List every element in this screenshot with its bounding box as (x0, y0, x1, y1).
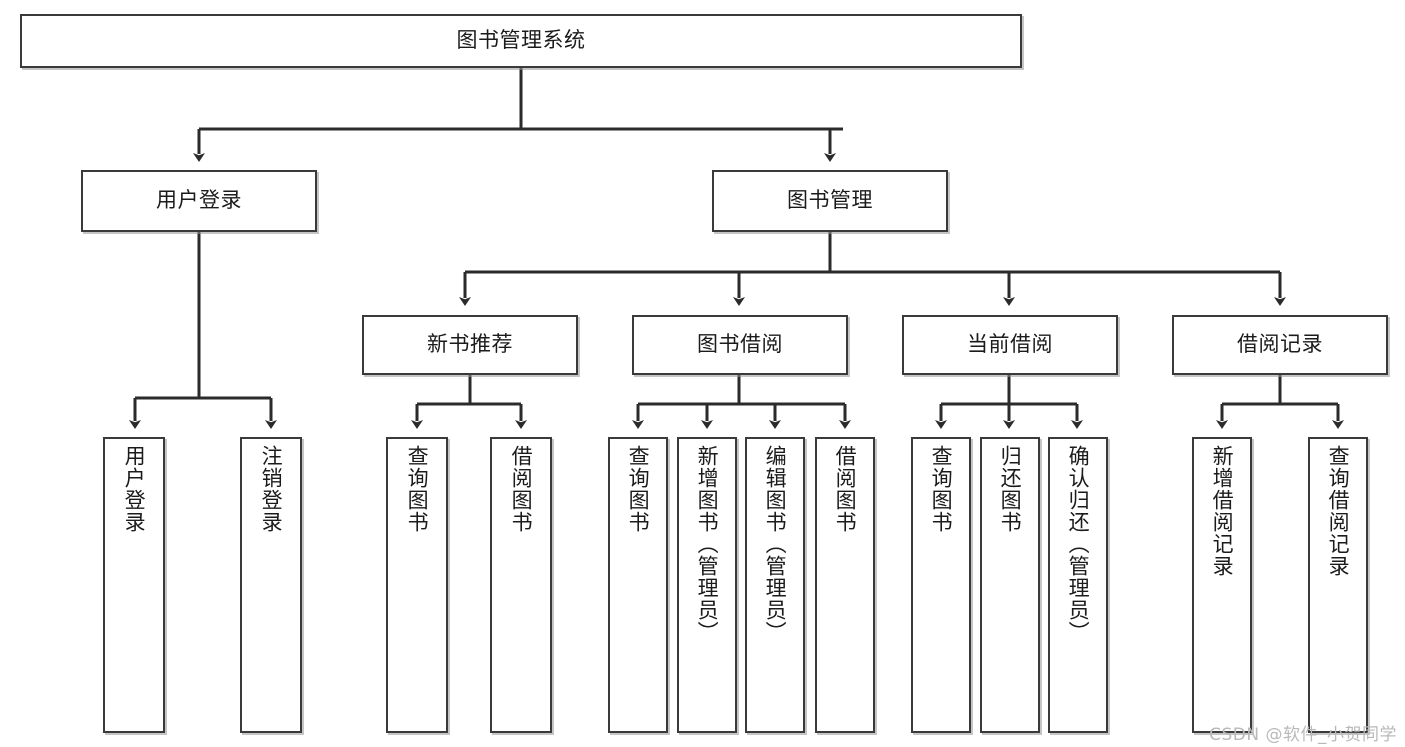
node-current-borrow-label: 当前借阅 (967, 332, 1053, 357)
node-leaf-borrow-book-1[interactable]: 借阅图书 (490, 437, 552, 733)
node-book-manage[interactable]: 图书管理 (712, 170, 948, 232)
node-leaf-query-book-1[interactable]: 查询图书 (386, 437, 448, 733)
csdn-watermark: CSDN @软件_小贺同学 (1209, 725, 1397, 745)
node-user-login[interactable]: 用户登录 (81, 170, 317, 232)
node-leaf-add-book[interactable]: 新增图书（管理员） (677, 437, 737, 733)
node-leaf-query-record[interactable]: 查询借阅记录 (1308, 437, 1368, 733)
node-new-book-recommend[interactable]: 新书推荐 (362, 315, 578, 375)
node-leaf-query-record-label: 查询借阅记录 (1326, 445, 1351, 577)
node-leaf-borrow-book-2-label: 借阅图书 (833, 445, 858, 533)
node-leaf-borrow-book-1-label: 借阅图书 (509, 445, 534, 533)
node-leaf-user-login-label: 用户登录 (122, 445, 147, 533)
node-leaf-confirm-return-label: 确认归还（管理员） (1066, 445, 1091, 643)
node-leaf-query-book-3[interactable]: 查询图书 (911, 437, 971, 733)
node-borrow-record[interactable]: 借阅记录 (1172, 315, 1388, 375)
node-current-borrow[interactable]: 当前借阅 (902, 315, 1118, 375)
node-leaf-query-book-3-label: 查询图书 (929, 445, 954, 533)
node-leaf-return-book[interactable]: 归还图书 (980, 437, 1040, 733)
node-leaf-borrow-book-2[interactable]: 借阅图书 (815, 437, 875, 733)
node-leaf-query-book-2[interactable]: 查询图书 (608, 437, 668, 733)
node-leaf-return-book-label: 归还图书 (998, 445, 1023, 533)
node-leaf-add-record[interactable]: 新增借阅记录 (1192, 437, 1252, 733)
node-leaf-user-login[interactable]: 用户登录 (103, 437, 165, 733)
node-book-borrow[interactable]: 图书借阅 (632, 315, 848, 375)
node-leaf-edit-book[interactable]: 编辑图书（管理员） (745, 437, 805, 733)
node-borrow-record-label: 借阅记录 (1237, 332, 1323, 357)
node-root-label: 图书管理系统 (456, 28, 586, 53)
node-leaf-edit-book-label: 编辑图书（管理员） (763, 445, 788, 643)
node-leaf-confirm-return[interactable]: 确认归还（管理员） (1048, 437, 1108, 733)
node-user-login-label: 用户登录 (156, 188, 242, 213)
node-book-borrow-label: 图书借阅 (697, 332, 783, 357)
node-leaf-query-book-1-label: 查询图书 (405, 445, 430, 533)
node-root[interactable]: 图书管理系统 (20, 14, 1022, 68)
node-leaf-logout-login-label: 注销登录 (259, 445, 284, 533)
node-new-book-recommend-label: 新书推荐 (427, 332, 513, 357)
node-leaf-query-book-2-label: 查询图书 (626, 445, 651, 533)
node-leaf-add-record-label: 新增借阅记录 (1210, 445, 1235, 577)
node-book-manage-label: 图书管理 (787, 188, 873, 213)
node-leaf-add-book-label: 新增图书（管理员） (695, 445, 720, 643)
node-leaf-logout-login[interactable]: 注销登录 (240, 437, 302, 733)
